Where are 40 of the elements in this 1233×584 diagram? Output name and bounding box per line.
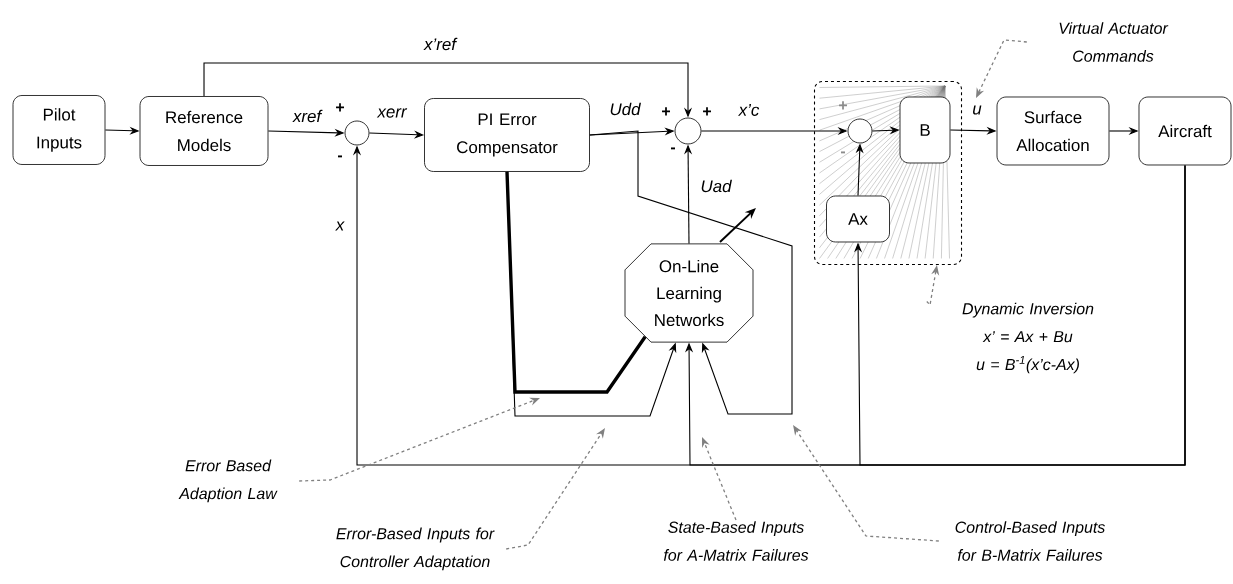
annotation-text: Error Based Adaption Law xyxy=(178,459,278,503)
sign-label: - xyxy=(671,147,675,150)
leader-line xyxy=(976,39,1028,98)
process-box: On-Line Learning Networks xyxy=(624,243,754,343)
sign-label: + xyxy=(703,107,711,116)
process-box: PI Error Compensator xyxy=(424,98,590,172)
process-box: Reference Models xyxy=(139,96,269,166)
edge-label: Udd xyxy=(608,101,642,117)
edge-label: x’c xyxy=(737,103,761,117)
summing-junction xyxy=(847,118,873,144)
sign-label: + xyxy=(336,103,344,112)
annotation-text: State-Based Inputs for A-Matrix Failures xyxy=(663,521,809,561)
sign-label: - xyxy=(840,151,845,154)
edge-label: xerr xyxy=(376,107,408,119)
arrow xyxy=(506,171,677,417)
edge-label: u xyxy=(971,104,983,116)
edge-label: xref xyxy=(291,108,323,124)
process-box: Pilot Inputs xyxy=(12,95,106,165)
leader-line xyxy=(793,425,940,542)
sign-label: + xyxy=(839,101,847,110)
process-box: Aircraft xyxy=(1138,96,1232,166)
leader-line xyxy=(505,428,605,550)
annotation-text: Control-Based Inputs for B-Matrix Failures xyxy=(955,521,1105,561)
arrow xyxy=(589,130,793,415)
edge-label: Uad xyxy=(699,178,733,194)
leader-line xyxy=(298,397,540,482)
summing-junction xyxy=(344,120,370,146)
summing-junction xyxy=(674,117,702,145)
arrow xyxy=(854,164,1186,466)
leader-line xyxy=(702,437,737,521)
process-box: Ax xyxy=(826,195,890,243)
annotation-text: Error-Based Inputs for Controller Adaptation xyxy=(336,527,495,571)
process-box: B xyxy=(899,96,951,164)
annotation-text: Dynamic Inversion x’ = Ax + Bu u = B$^{-1}$(x’c-Ax) xyxy=(962,302,1094,374)
sign-label: - xyxy=(338,155,343,158)
annotation-text: Virtual Actuator Commands xyxy=(1059,22,1169,62)
sign-label: + xyxy=(662,107,670,116)
edge-label: x xyxy=(334,220,346,232)
edge-label: x’ref xyxy=(423,36,458,52)
process-box: Surface Allocation xyxy=(996,96,1110,166)
